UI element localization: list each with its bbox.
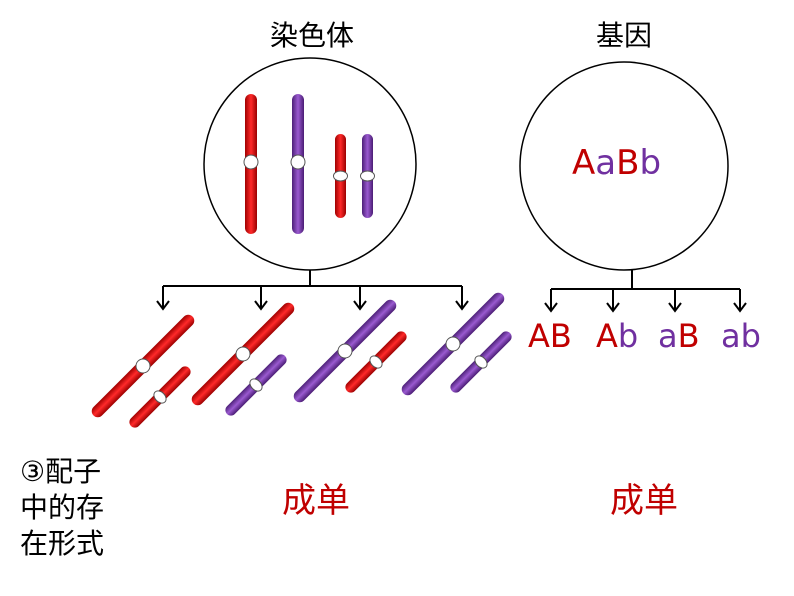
centromere <box>249 378 263 392</box>
chromosome-cell-circle <box>203 57 417 271</box>
gamete-chromosome-long-purple <box>401 292 505 396</box>
allele-letter: B <box>677 317 700 355</box>
allele-letter: B <box>549 317 572 355</box>
centromere <box>360 170 375 182</box>
gamete-chromosome-short-red <box>129 366 191 428</box>
gene-single-label: 成单 <box>610 481 678 521</box>
chromosome-split-tree <box>156 270 469 311</box>
centromere <box>369 355 383 369</box>
allele-letter: B <box>616 143 640 183</box>
gamete-chromosome-short-red <box>345 331 407 393</box>
allele-letter: A <box>528 317 550 355</box>
centromere <box>445 336 461 352</box>
gamete-label-4: ab <box>721 320 761 352</box>
allele-letter: b <box>740 317 761 355</box>
chromosome-title: 染色体 <box>270 19 355 52</box>
gamete-chromosome-short-purple <box>450 331 512 393</box>
centromere <box>337 343 353 359</box>
centromere <box>235 346 251 362</box>
row-label-line: 中的存 <box>20 491 105 524</box>
genotype-label: AaBb <box>572 146 661 180</box>
gamete-chromosome-long-red <box>191 302 295 406</box>
chromosome-single-label: 成单 <box>282 481 350 521</box>
centromere <box>243 154 259 170</box>
allele-letter: a <box>595 143 617 183</box>
allele-letter: a <box>658 317 678 355</box>
cell-chromosomes <box>243 94 375 234</box>
centromere <box>333 170 348 182</box>
centromere <box>135 358 151 374</box>
allele-letter: b <box>639 143 662 183</box>
allele-letter: a <box>721 317 741 355</box>
allele-letter: A <box>572 143 596 183</box>
row-label-line: 在形式 <box>20 527 105 560</box>
gene-title: 基因 <box>596 19 653 52</box>
gamete-label-1: AB <box>528 320 572 352</box>
gamete-label-2: Ab <box>596 320 638 352</box>
gamete-label-3: aB <box>658 320 700 352</box>
row-label-line: ③配子 <box>20 455 102 488</box>
gene-split-tree <box>544 270 747 313</box>
gamete-chromosome-pairs <box>91 292 512 428</box>
allele-letter: A <box>596 317 618 355</box>
gamete-chromosome-short-purple <box>225 354 287 416</box>
gamete-chromosome-long-red <box>91 314 195 418</box>
row-label: ③配子 中的存 在形式 <box>20 454 104 562</box>
centromere <box>153 390 167 404</box>
gene-cell-circle <box>519 61 729 271</box>
allele-letter: b <box>617 317 639 355</box>
centromere <box>290 154 306 170</box>
centromere <box>474 355 488 369</box>
gamete-chromosome-long-purple <box>293 299 397 403</box>
